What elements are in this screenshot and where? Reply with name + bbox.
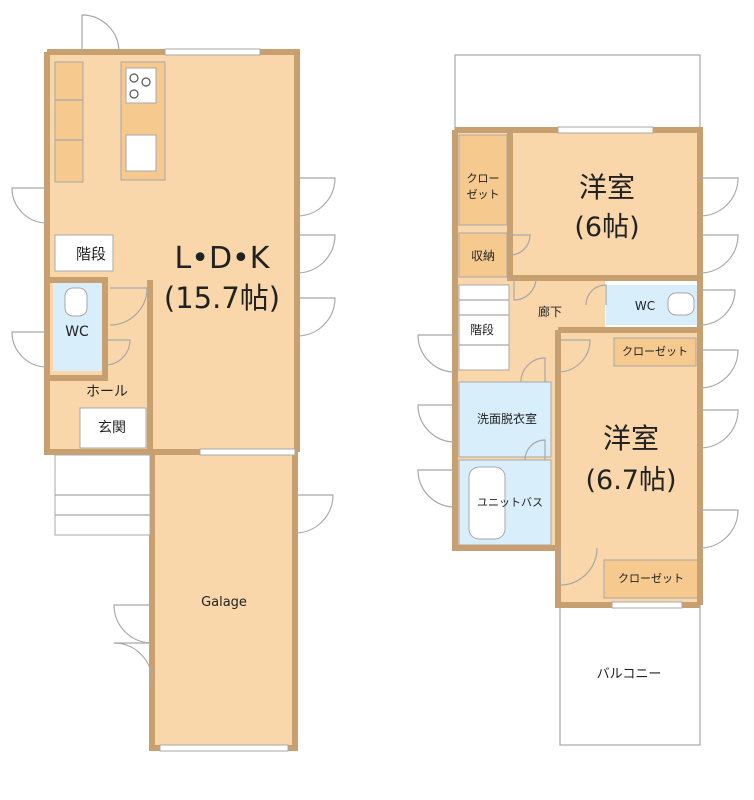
door-arc [294,494,334,534]
bedroom2-size-label: (6.7帖) [585,465,676,496]
ldk-name-label: L•D•K [175,241,271,276]
kitchen-shelf [54,61,84,183]
corridor-label: 廊下 [538,304,562,319]
closet2 [613,337,697,367]
door-arc [11,187,48,224]
washroom-label: 洗面脱衣室 [477,411,537,426]
door-arc [296,177,336,217]
door-arc [104,339,131,366]
door-arc [513,277,537,301]
closet1 [458,134,508,226]
storage-box [458,232,508,278]
stove [125,67,157,104]
door-arc [524,439,546,461]
door-arc [699,234,739,274]
entrance-box [79,407,147,449]
stairs-box-floor1 [54,234,114,272]
stove-burner [129,73,139,83]
closet2-label: クローゼット [622,345,688,358]
door-arc [699,289,736,326]
washroom [458,381,552,458]
door-arc [11,331,48,368]
door-arc [109,287,148,326]
entrance-label: 玄関 [98,419,126,436]
bedroom1-size-label: (6帖) [574,212,639,243]
door-arc [509,234,531,256]
stairs-label-floor1: 階段 [76,245,106,263]
bedroom2-name-label: 洋室 [603,422,659,455]
toilet-floor1 [64,287,88,317]
floor2-wall-left [452,130,558,551]
floor1-wall-wc [50,277,108,381]
door-arc [417,469,456,508]
bedroom2-room [558,330,700,605]
hall-label: ホール [86,384,128,400]
door-arc [417,404,456,443]
window-garage-bottom [159,744,289,752]
stairs-label-floor2: 階段 [470,322,494,337]
closet1-label-line2: ゼット [467,188,500,201]
door-arc [296,234,336,274]
closet3-label: クローゼット [618,572,684,585]
closet1-label-line1: クロー [467,172,500,185]
floor1-wall-top [47,49,300,452]
stove-burner [141,77,151,87]
door-arc [296,297,336,337]
window-top-floor2 [557,126,654,134]
unit-bath-label: ユニットバス [477,496,543,509]
floor2-wall-bedroom1 [507,130,700,281]
garage-label: Galage [201,595,247,610]
door-arc [113,642,153,682]
window-garage-top [199,448,296,456]
door-arc [520,357,546,383]
door-arc [699,349,739,389]
ldk-size-label: (15.7帖) [164,281,280,315]
door-arc [699,177,739,217]
balcony-top [454,54,701,131]
balcony-bottom-area [559,604,701,746]
bathtub [468,466,506,540]
door-arc [417,334,456,373]
floor1: L•D•K (15.7帖) 階段 WC ホール 玄関 Galage [11,14,336,752]
door-arc [699,509,739,549]
window-top-floor1 [164,48,261,56]
door-arc [557,339,591,373]
window-bottom-floor2 [611,601,683,609]
storage-label: 収納 [471,249,495,263]
wc-label-floor2: WC [635,299,655,313]
sink [125,134,157,172]
garage-room [152,452,295,748]
balcony-label: バルコニー [597,667,662,682]
door-arc [559,547,598,586]
stove-burner [129,89,139,99]
stairs-box-floor2 [458,284,510,371]
floor1-wall-left [44,52,150,455]
toilet-floor2 [667,292,695,316]
bedroom1-name-label: 洋室 [579,171,635,204]
door-arc [699,409,739,449]
wc-label-floor1: WC [65,324,89,340]
door-arc [81,14,120,53]
floor2-wall-outer [455,127,703,605]
door-arc [585,284,607,306]
door-arc [113,604,153,644]
floor2: バルコニー [417,54,739,746]
